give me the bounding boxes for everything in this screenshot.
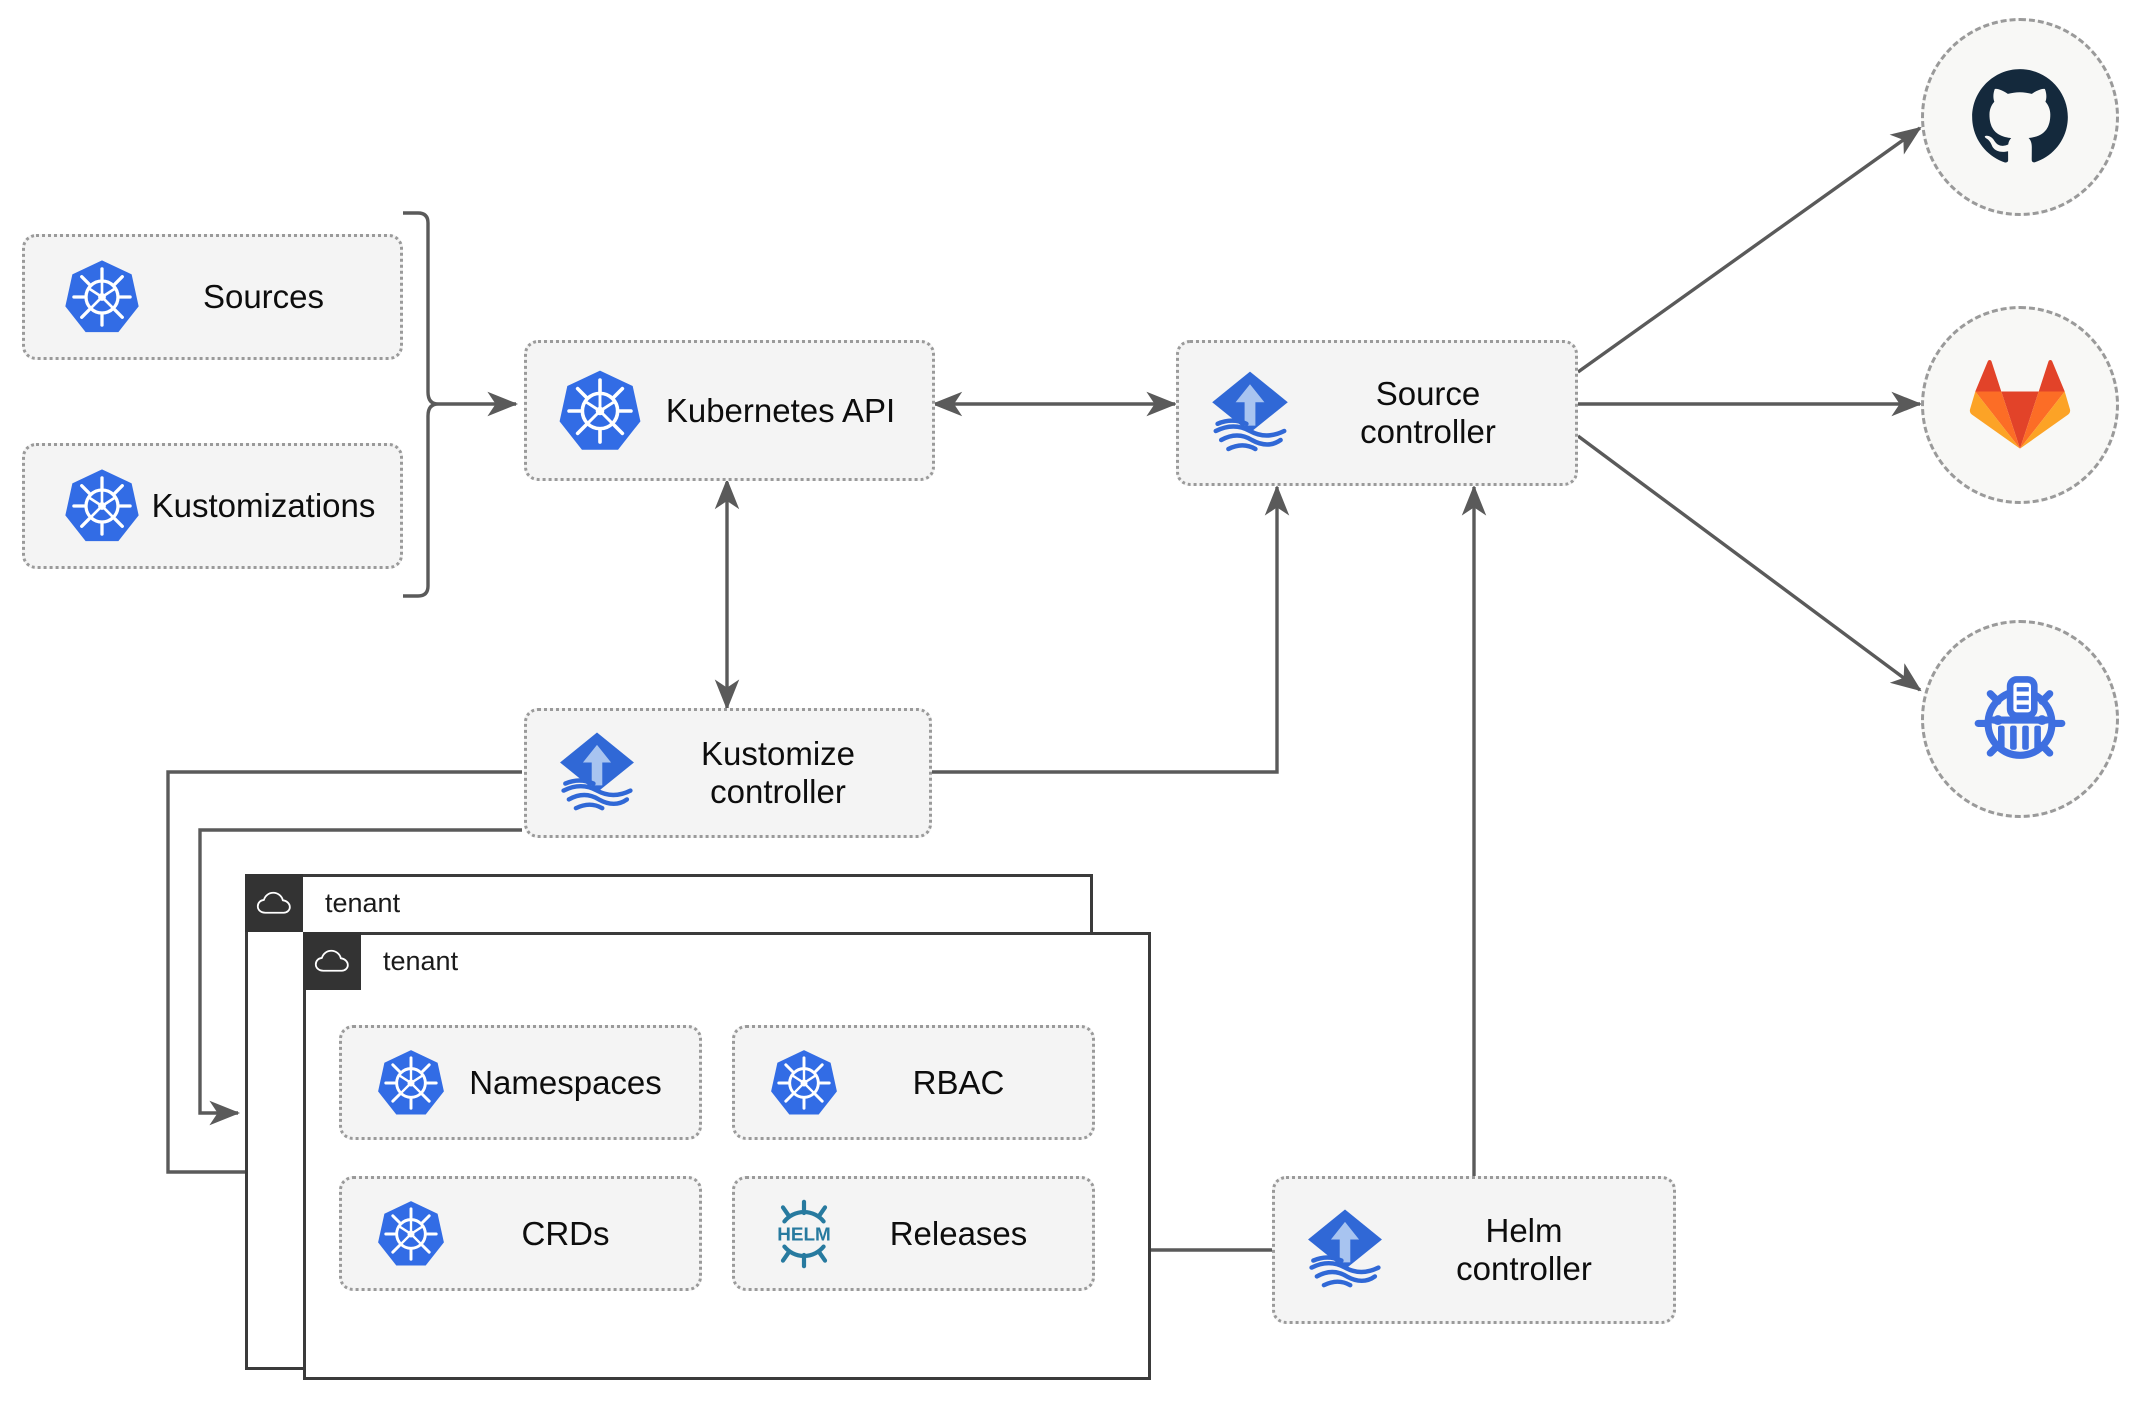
node-label: CRDs — [521, 1214, 610, 1252]
provider-helm-repository[interactable] — [1921, 620, 2119, 818]
kubernetes-icon — [376, 1048, 446, 1118]
node-kustomizations[interactable]: Kustomizations — [22, 443, 403, 569]
kubernetes-icon — [376, 1199, 446, 1269]
node-namespaces[interactable]: Namespaces — [339, 1025, 702, 1140]
tenant-label: tenant — [383, 945, 459, 976]
node-kubernetes-api[interactable]: Kubernetes API — [524, 340, 935, 481]
cloud-icon — [303, 932, 361, 990]
node-label: Sources — [202, 278, 325, 316]
tenant-label: tenant — [325, 887, 401, 918]
node-label: Kustomize controller — [700, 735, 856, 810]
edge-resources-brace — [403, 211, 439, 598]
tenant-header: tenant — [245, 874, 400, 932]
node-label: Helm controller — [1456, 1212, 1592, 1287]
node-label: Namespaces — [469, 1063, 662, 1101]
helm-icon — [769, 1199, 839, 1269]
node-label: Kustomizations — [151, 487, 376, 525]
kubernetes-icon — [63, 258, 141, 336]
flux-icon — [1301, 1206, 1389, 1294]
node-releases[interactable]: Releases — [732, 1176, 1095, 1291]
kubernetes-icon — [557, 368, 643, 454]
node-crds[interactable]: CRDs — [339, 1176, 702, 1291]
provider-gitlab[interactable] — [1921, 306, 2119, 504]
gitlab-icon — [1968, 353, 2072, 457]
github-icon — [1968, 65, 2072, 169]
node-rbac[interactable]: RBAC — [732, 1025, 1095, 1140]
node-label: Releases — [889, 1214, 1028, 1252]
kubernetes-icon — [769, 1048, 839, 1118]
node-kustomize-controller[interactable]: Kustomize controller — [524, 708, 932, 838]
node-source-controller[interactable]: Source controller — [1176, 340, 1578, 486]
tenant-window-front: tenant — [303, 932, 1151, 1380]
edge-source-to-helm-repository — [1576, 434, 1922, 692]
node-helm-controller[interactable]: Helm controller — [1272, 1176, 1676, 1324]
edge-kustomize-to-source — [932, 484, 1290, 774]
cloud-icon — [245, 874, 303, 932]
flux-icon — [1205, 368, 1295, 458]
helm-repository-icon — [1965, 664, 2075, 774]
node-label: Kubernetes API — [665, 391, 896, 429]
provider-github[interactable] — [1921, 18, 2119, 216]
node-label: RBAC — [912, 1063, 1005, 1101]
edge-source-to-github — [1577, 126, 1922, 374]
tenant-header: tenant — [303, 932, 458, 990]
kubernetes-icon — [63, 467, 141, 545]
node-label: Source controller — [1360, 375, 1496, 450]
flux-icon — [553, 729, 641, 817]
node-sources[interactable]: Sources — [22, 234, 403, 360]
